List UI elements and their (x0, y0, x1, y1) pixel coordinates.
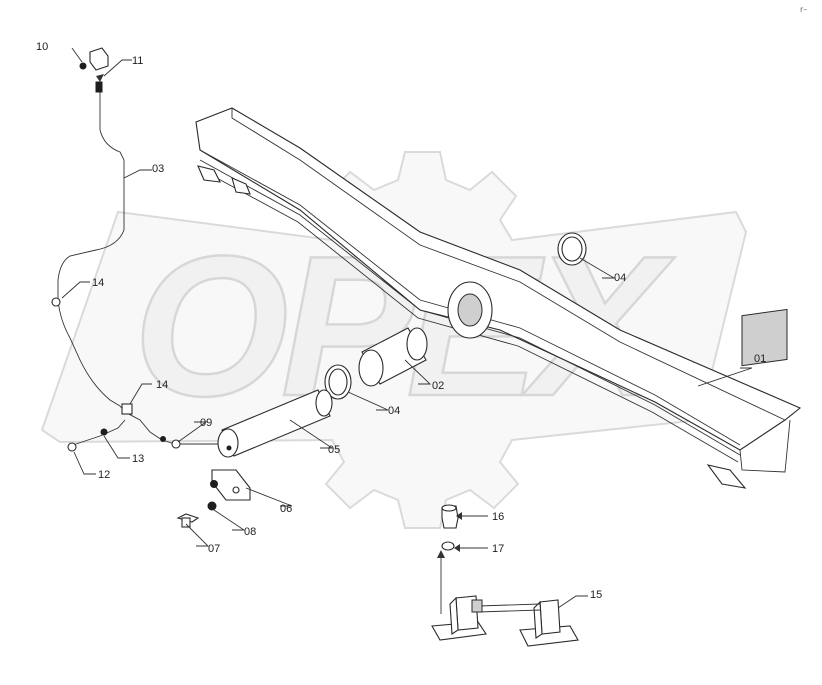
spacer-washer (441, 541, 455, 551)
callout-04-upper: 04 (614, 272, 626, 284)
callout-labels: 01 02 03 04 04 05 06 07 08 09 10 11 12 1… (36, 41, 766, 601)
seal-ring-lower (324, 364, 352, 400)
bushing (358, 327, 428, 387)
callout-02: 02 (432, 380, 444, 392)
callout-12: 12 (98, 469, 110, 481)
callout-14-lower: 14 (156, 379, 168, 391)
callout-04-lower: 04 (388, 405, 400, 417)
callout-06: 06 (280, 503, 292, 515)
callout-14-upper: 14 (92, 277, 104, 289)
callout-05: 05 (328, 444, 340, 456)
cap-screw (441, 504, 459, 529)
washer-small (210, 480, 218, 488)
callout-01: 01 (754, 353, 766, 365)
leader-lines (61, 47, 753, 609)
lock-plate (211, 469, 251, 501)
callout-07: 07 (208, 543, 220, 555)
bracket-assembly (431, 595, 579, 647)
callout-10: 10 (36, 41, 48, 53)
bolt (176, 513, 200, 528)
callout-17: 17 (492, 543, 504, 555)
callout-09: 09 (200, 417, 212, 429)
callout-08: 08 (244, 526, 256, 538)
callout-16: 16 (492, 511, 504, 523)
corner-mark: r– (800, 5, 807, 14)
arrow-up-icon (437, 550, 445, 558)
callout-11: 11 (132, 55, 143, 67)
pin (217, 389, 333, 458)
axle-beam (195, 107, 802, 489)
callout-03: 03 (152, 163, 164, 175)
seal-ring-upper (557, 232, 587, 266)
callout-13: 13 (132, 453, 144, 465)
washer (207, 501, 217, 511)
callout-15: 15 (590, 589, 602, 601)
